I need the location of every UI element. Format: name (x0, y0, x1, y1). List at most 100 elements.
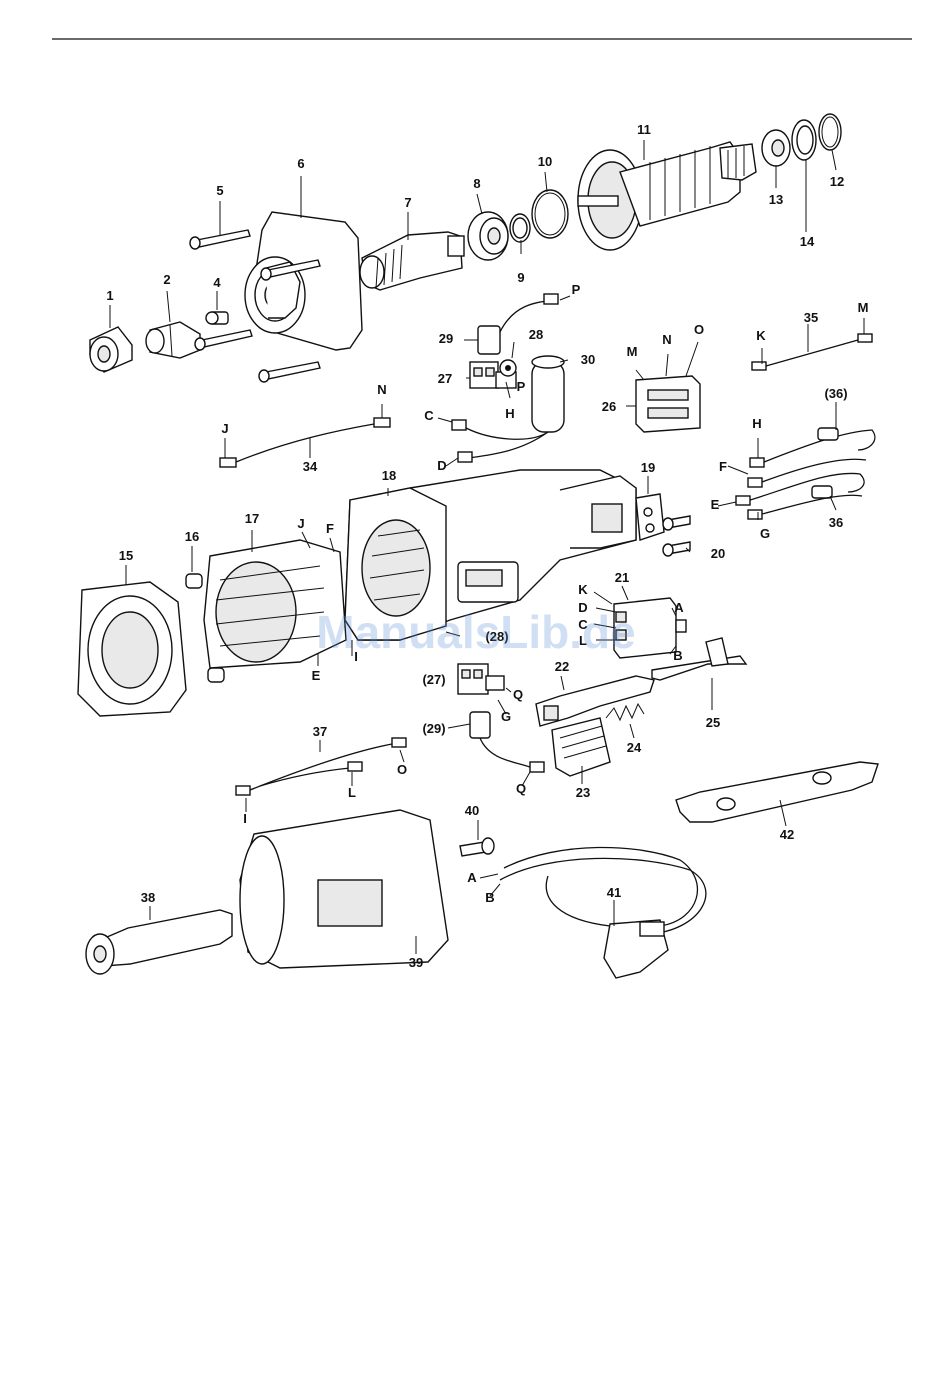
wire-label-B-cable: B (485, 890, 494, 905)
label-part-39: 39 (409, 955, 423, 970)
label-part-19: 19 (641, 460, 655, 475)
part-27-brush-holder-alt (458, 664, 504, 694)
part-28-spring (500, 360, 516, 376)
wire-label-P-top: P (572, 282, 581, 297)
wire-label-I-wire: I (243, 811, 247, 826)
part-19-cable-clamp (636, 494, 664, 540)
wire-label-G-holder: G (501, 709, 511, 724)
part-8-bearing (468, 212, 508, 260)
label-part-13: 13 (769, 192, 783, 207)
label-part-42: 42 (780, 827, 794, 842)
label-part-23: 23 (576, 785, 590, 800)
wire-label-E-stator: E (312, 668, 321, 683)
part-11-armature (578, 142, 756, 250)
part-35-wire (752, 334, 872, 370)
wire-label-F-stator: F (326, 521, 334, 536)
wire-label-H: H (505, 406, 514, 421)
wire-label-F-right: F (719, 459, 727, 474)
part-24-spring (606, 704, 644, 720)
label-part-14: 14 (800, 234, 815, 249)
wire-label-N: N (662, 332, 671, 347)
label-part-8: 8 (473, 176, 480, 191)
part-12-ring (819, 114, 841, 150)
label-part-17: 17 (245, 511, 259, 526)
part-38-side-handle (86, 910, 232, 974)
part-36-wires (736, 428, 875, 519)
label-part-2: 2 (163, 272, 170, 287)
label-part-27-alt: (27) (422, 672, 445, 687)
part-29-carbon-brush (478, 294, 558, 354)
part-9-ring (510, 214, 530, 242)
label-part-28: 28 (529, 327, 543, 342)
label-part-6: 6 (297, 156, 304, 171)
wire-label-O-wire: O (397, 762, 407, 777)
label-part-36: 36 (829, 515, 843, 530)
part-23-switch-button (552, 718, 610, 776)
part-7-spindle (360, 232, 464, 290)
part-40-screw (460, 838, 494, 856)
label-part-12: 12 (830, 174, 844, 189)
wire-label-E-right: E (711, 497, 720, 512)
wire-label-P: P (517, 379, 526, 394)
label-part-30: 30 (581, 352, 595, 367)
wire-label-Q-holder: Q (513, 687, 523, 702)
part-15-end-cap (78, 582, 186, 716)
label-part-37: 37 (313, 724, 327, 739)
part-39-housing-cover (240, 810, 448, 968)
part-1-nut (90, 327, 132, 372)
label-part-21: 21 (615, 570, 629, 585)
wire-label-N-left: N (377, 382, 386, 397)
watermark: ManualsLib.de (316, 606, 635, 658)
label-part-10: 10 (538, 154, 552, 169)
wire-label-H-right: H (752, 416, 761, 431)
label-part-24: 24 (627, 740, 642, 755)
label-part-18: 18 (382, 468, 396, 483)
label-part-38: 38 (141, 890, 155, 905)
wire-label-G-right: G (760, 526, 770, 541)
wire-label-J-stator: J (297, 516, 304, 531)
part-10-circlip (532, 190, 568, 238)
wire-label-A-switch: A (674, 600, 684, 615)
label-part-29-alt: (29) (422, 721, 445, 736)
part-41-cable-plug (500, 847, 706, 978)
label-part-41: 41 (607, 885, 621, 900)
part-37-wires (236, 738, 406, 795)
label-part-26: 26 (602, 399, 616, 414)
wire-label-K-switch: K (578, 582, 588, 597)
label-part-7: 7 (404, 195, 411, 210)
part-4-screw (206, 312, 228, 324)
label-part-25: 25 (706, 715, 720, 730)
part-42-spanner (676, 762, 878, 822)
label-part-16: 16 (185, 529, 199, 544)
wire-label-L-wire: L (348, 785, 356, 800)
wire-label-D: D (437, 458, 446, 473)
label-part-34: 34 (303, 459, 318, 474)
wire-label-B-switch: B (673, 648, 682, 663)
part-14-wave-washer (792, 120, 816, 160)
label-part-20: 20 (711, 546, 725, 561)
wire-label-A-cable: A (467, 870, 477, 885)
label-part-27: 27 (438, 371, 452, 386)
wire-label-K: K (756, 328, 766, 343)
label-part-11: 11 (637, 122, 651, 137)
label-part-1: 1 (106, 288, 113, 303)
label-part-15: 15 (119, 548, 133, 563)
label-part-9: 9 (517, 270, 524, 285)
part-6-flange-housing (245, 212, 362, 350)
part-26-terminal-block (636, 376, 700, 432)
label-part-36-alt: (36) (824, 386, 847, 401)
label-part-22: 22 (555, 659, 569, 674)
part-2-collet (146, 322, 200, 358)
part-13-bearing (762, 130, 790, 166)
label-part-5: 5 (216, 183, 223, 198)
label-part-35: 35 (804, 310, 818, 325)
label-part-29: 29 (439, 331, 453, 346)
wire-label-M-right: M (858, 300, 869, 315)
wire-label-M: M (627, 344, 638, 359)
wire-label-C: C (424, 408, 434, 423)
wire-label-Q-brush: Q (516, 781, 526, 796)
label-part-4: 4 (213, 275, 221, 290)
label-part-40: 40 (465, 803, 479, 818)
